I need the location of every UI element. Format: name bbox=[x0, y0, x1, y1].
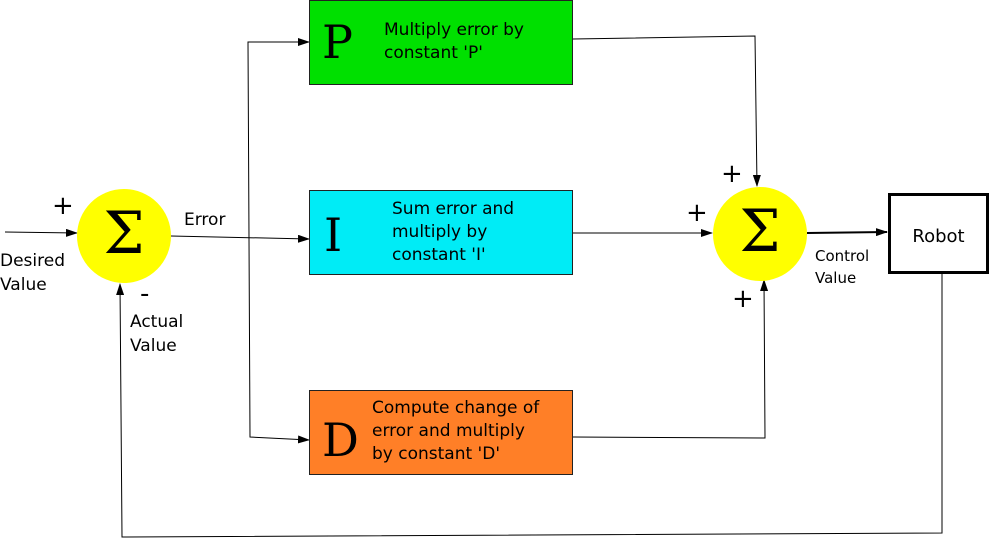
i-description: Sum error and multiply by constant 'I' bbox=[392, 199, 515, 265]
input-minus-sign: - bbox=[140, 279, 150, 309]
p-letter: P bbox=[322, 15, 353, 69]
output-plus-left-sign: + bbox=[686, 198, 708, 228]
input-plus-sign: + bbox=[52, 191, 74, 221]
i-letter: I bbox=[324, 208, 343, 262]
p-block: P Multiply error by constant 'P' bbox=[309, 0, 573, 85]
feedback-line bbox=[116, 273, 943, 538]
error-label: Error bbox=[184, 210, 226, 230]
p-description: Multiply error by constant 'P' bbox=[384, 20, 524, 63]
control-value-label: Control Value bbox=[815, 247, 870, 287]
d-block: D Compute change of error and multiply b… bbox=[309, 390, 573, 475]
output-summing-junction: Σ bbox=[713, 187, 807, 281]
actual-value-label: Actual Value bbox=[130, 312, 184, 356]
error-to-p-arrow bbox=[247, 38, 310, 240]
error-to-d-arrow bbox=[248, 238, 310, 444]
d-output-arrow bbox=[572, 279, 769, 439]
d-description: Compute change of error and multiply by … bbox=[372, 398, 540, 464]
output-sigma: Σ bbox=[739, 197, 781, 265]
input-sigma: Σ bbox=[103, 199, 145, 267]
error-to-i-arrow bbox=[170, 234, 310, 243]
control-value-arrow bbox=[806, 228, 888, 237]
p-output-arrow bbox=[572, 35, 761, 187]
robot-block: Robot bbox=[888, 193, 989, 274]
desired-value-arrow bbox=[4, 228, 78, 237]
desired-value-label: Desired Value bbox=[0, 251, 65, 295]
output-plus-top-sign: + bbox=[721, 159, 743, 189]
robot-label: Robot bbox=[912, 226, 965, 247]
input-summing-junction: Σ bbox=[77, 189, 171, 283]
output-plus-bottom-sign: + bbox=[732, 284, 754, 314]
i-block: I Sum error and multiply by constant 'I' bbox=[309, 190, 573, 275]
d-letter: D bbox=[322, 413, 359, 467]
